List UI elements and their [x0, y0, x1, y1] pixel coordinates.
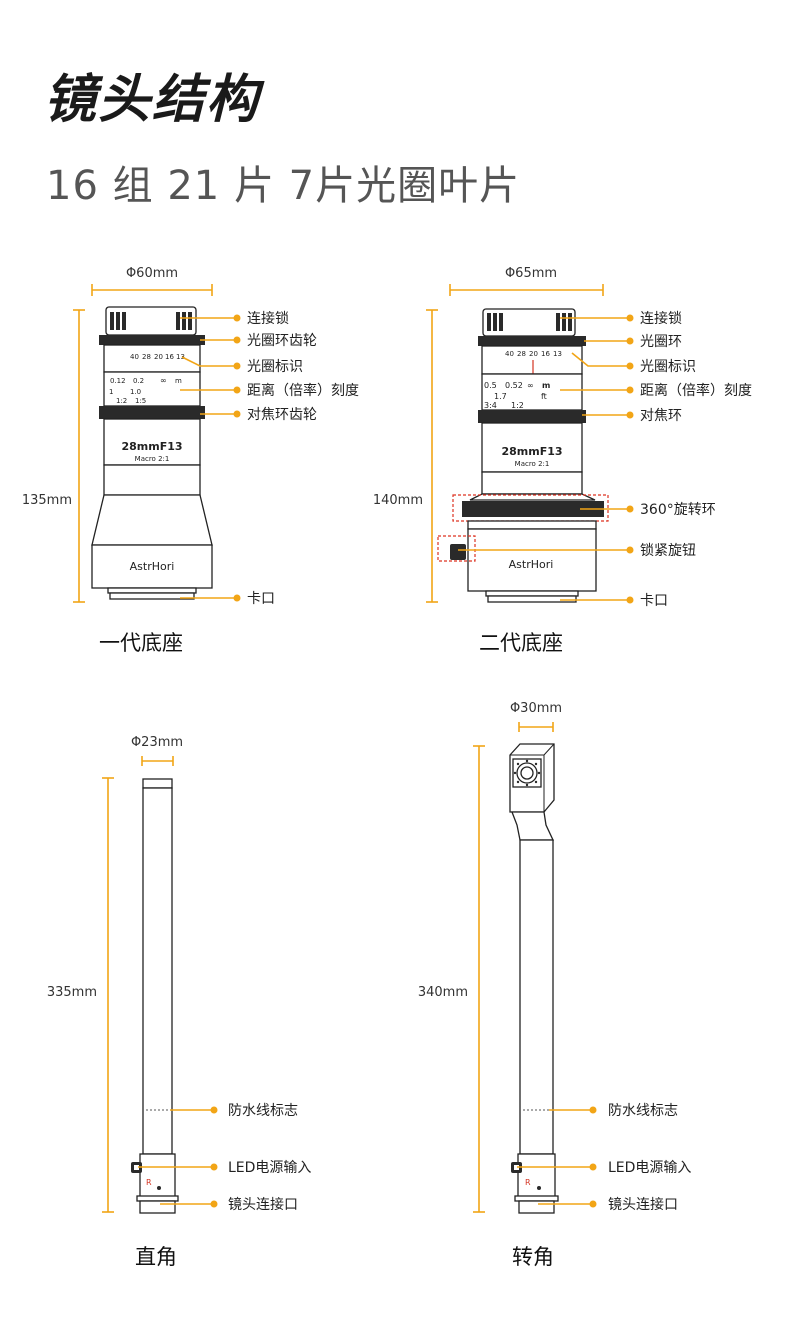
lens1-caption: 一代底座 — [99, 631, 183, 655]
lens1-diameter: Φ60mm — [126, 266, 178, 281]
lens2-label-0: 连接锁 — [640, 310, 682, 327]
lens1-macro: Macro 2:1 — [135, 455, 170, 463]
lens2-focus-ring — [478, 410, 586, 423]
probe1-label-0: 防水线标志 — [228, 1103, 298, 1119]
probe1-length: 335mm — [47, 985, 97, 1000]
lens2-f1-2: ∞ — [527, 381, 534, 390]
lens2-aperture-ring-grip — [478, 336, 586, 346]
lens2-f1-0: 0.5 — [484, 381, 497, 390]
lens1-f1-0: 0.12 — [110, 377, 126, 385]
lens2-ap-4: 13 — [553, 350, 562, 358]
lens2-model-band — [481, 422, 583, 473]
probe2-label-0: 防水线标志 — [608, 1103, 678, 1119]
lens1-f3-0: 1:2 — [116, 397, 127, 405]
probe1-caption: 直角 — [135, 1245, 177, 1269]
lens2-f2-1: ft — [541, 392, 547, 401]
lens2-model: 28mmF13 — [501, 445, 562, 458]
lens1-label-5: 卡口 — [247, 591, 275, 607]
lens2-label-3: 距离（倍率）刻度 — [640, 382, 752, 399]
probe1-base — [139, 1153, 176, 1199]
lens2-f3-1: 1:2 — [511, 401, 524, 410]
lens2-lock-highlight — [437, 535, 476, 562]
lens2-rotation-ring — [462, 501, 604, 517]
lens1-length: 135mm — [22, 493, 72, 508]
probe2-diameter: Φ30mm — [510, 701, 562, 716]
probe1-tube — [142, 787, 173, 1155]
probe2-tube — [519, 839, 554, 1155]
lens1-ap-3: 16 — [165, 353, 174, 361]
probe1-label-2: 镜头连接口 — [228, 1196, 298, 1213]
lens2-label-2: 光圈标识 — [640, 359, 696, 375]
lens1-model-band — [103, 418, 201, 466]
lens1-base — [91, 544, 213, 589]
lens1-f1-1: 0.2 — [133, 377, 144, 385]
probe2-marker: R — [525, 1178, 531, 1187]
lens1-label-3: 距离（倍率）刻度 — [247, 382, 359, 399]
lens1-label-1: 光圈环齿轮 — [247, 333, 317, 349]
lens1-diagram: Φ60mm 135mm 40 28 20 16 13 0.12 0.2 ∞ m … — [22, 266, 359, 655]
lens1-label-2: 光圈标识 — [247, 359, 303, 375]
lens2-base — [467, 528, 597, 592]
page-subtitle: 16 组 21 片 7片光圈叶片 — [46, 163, 521, 209]
probe2-caption: 转角 — [512, 1245, 554, 1269]
lens2-lock-knob — [450, 544, 466, 560]
probe2-label-2: 镜头连接口 — [608, 1196, 678, 1213]
lens2-distance-scale — [481, 373, 583, 411]
probe1-connector — [139, 1200, 176, 1214]
lens2-bayonet — [487, 595, 577, 603]
lens2-diagram: Φ65mm 140mm 40 28 20 16 13 0.5 0.52 ∞ m … — [373, 266, 752, 655]
probe2-connector — [518, 1200, 555, 1214]
lens1-barrel — [103, 464, 201, 496]
lens2-length: 140mm — [373, 493, 423, 508]
lens2-label-4: 对焦环 — [640, 408, 682, 424]
lens1-distance-scale — [103, 371, 201, 407]
lens2-label-7: 卡口 — [640, 593, 668, 609]
lens2-f1-1: 0.52 — [505, 381, 523, 390]
lens1-ap-2: 20 — [154, 353, 163, 361]
lens2-ap-3: 16 — [541, 350, 550, 358]
probe1-diameter: Φ23mm — [131, 735, 183, 750]
lens1-ap-4: 13 — [176, 353, 185, 361]
lens1-ap-0: 40 — [130, 353, 139, 361]
lens1-f2-0: 1 — [109, 388, 113, 396]
lens2-macro: Macro 2:1 — [515, 460, 550, 468]
lens2-f3-0: 3:4 — [484, 401, 497, 410]
lens2-label-5: 360°旋转环 — [640, 502, 716, 518]
lens2-label-1: 光圈环 — [640, 334, 682, 350]
lens1-focus-gear — [99, 406, 205, 419]
probe2-base — [517, 1153, 556, 1199]
lens2-ap-1: 28 — [517, 350, 526, 358]
lens2-aperture-ring — [481, 345, 583, 375]
lens2-ap-2: 20 — [529, 350, 538, 358]
lens1-bayonet — [109, 592, 195, 600]
lens2-rotation-highlight — [452, 494, 609, 522]
page-title: 镜头结构 — [44, 70, 261, 130]
lens1-f1-2: ∞ — [160, 376, 167, 385]
lens2-caption: 二代底座 — [479, 631, 563, 655]
lens2-label-6: 锁紧旋钮 — [640, 543, 696, 559]
lens1-ap-1: 28 — [142, 353, 151, 361]
lens2-ap-0: 40 — [505, 350, 514, 358]
lens1-f1-3: m — [175, 377, 182, 385]
probe1-diagram: Φ23mm 335mm R 防水线标志 LED电源输入 镜头连接口 直角 — [47, 735, 312, 1269]
probe2-length: 340mm — [418, 985, 468, 1000]
lens1-label-0: 连接锁 — [247, 310, 289, 327]
lens1-model: 28mmF13 — [121, 440, 182, 453]
probe1-label-1: LED电源输入 — [228, 1160, 311, 1176]
lens1-f2-1: 1.0 — [130, 388, 141, 396]
probe1-marker: R — [146, 1178, 152, 1187]
lens2-diameter: Φ65mm — [505, 266, 557, 281]
lens2-f1-3: m — [542, 381, 550, 390]
lens2-brand: AstrHori — [509, 558, 554, 571]
lens2-f2-0: 1.7 — [494, 392, 507, 401]
lens1-label-4: 对焦环齿轮 — [247, 407, 317, 423]
lens1-f3-1: 1:5 — [135, 397, 146, 405]
lens1-brand: AstrHori — [130, 560, 175, 573]
probe2-diagram: Φ30mm 340mm R 防水 — [418, 701, 692, 1269]
lens1-aperture-gear — [99, 335, 205, 345]
lens1-mount-cone — [91, 494, 213, 546]
probe2-label-1: LED电源输入 — [608, 1160, 691, 1176]
